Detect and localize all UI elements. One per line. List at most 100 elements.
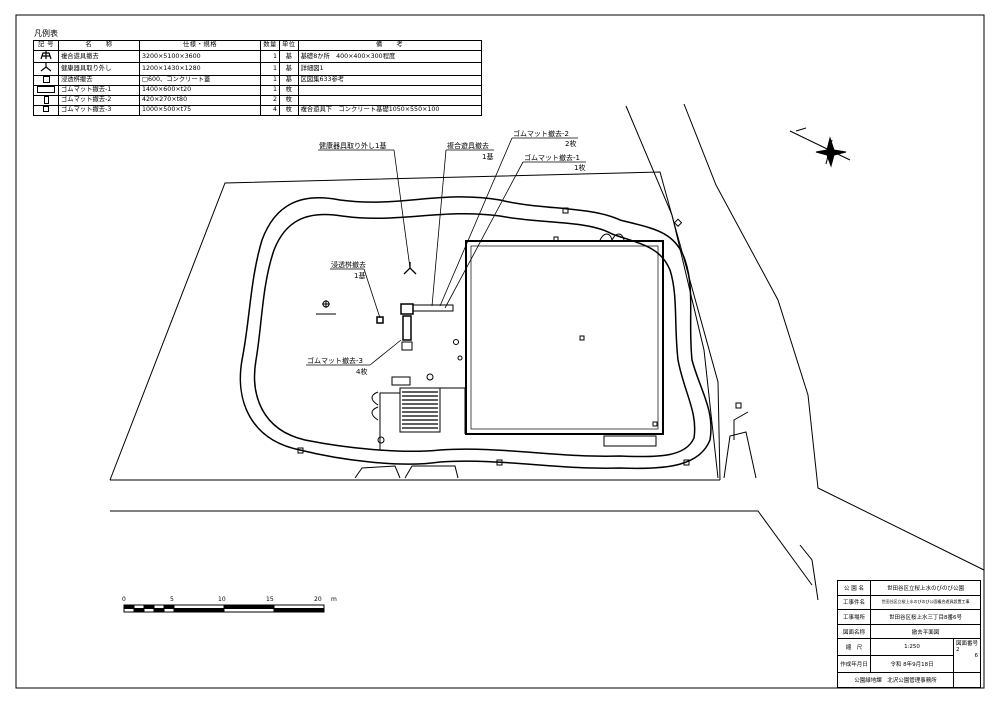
drawing-name-label: 図面名称 [837,623,871,640]
sheet-no: 2 [955,647,960,654]
walking-path [239,196,712,470]
legend-qty: 1 [260,74,280,86]
legend-header-name: 名 称 [58,40,140,51]
catch-basin-icon [33,74,59,86]
shrubs [371,233,625,421]
legend-header-spec: 仕様・規格 [139,40,261,51]
legend-header-symbol: 記 号 [33,40,59,51]
callout-basin-qty: 1基 [354,271,365,280]
legend-spec: □600、コンクリート蓋 [139,74,261,86]
legend-unit: 基 [279,62,299,76]
work-place: 世田谷区桜上水三丁目8番6号 [870,609,981,625]
work-place-label: 工事場所 [837,609,871,625]
rubber-mat-1-icon [33,84,59,96]
legend-qty: 2 [260,94,280,106]
scale-tick-5: 5 [170,596,174,603]
playground-area [465,240,664,447]
scale-tick-15: 15 [266,596,274,603]
sheet-frame [15,14,985,689]
legend-qty: 4 [260,104,280,116]
callout-mat1-qty: 1枚 [574,163,585,172]
callout-mat2-name: ゴムマット撤去-2 [513,129,569,138]
legend-row: ゴムマット撤去-1 1400×600×t20 1 枚 [33,84,482,96]
legend-row: ゴムマット撤去-3 1000×500×t75 4 枚 複合遊具下 コンクリート基… [33,104,482,116]
legend-note: 詳細図1 [297,62,482,76]
legend-qty: 1 [260,49,280,64]
site-fixtures [297,207,742,466]
legend-row: ゴムマット撤去-2 420×270×t80 2 枚 [33,94,482,106]
fitness-equipment-icon [33,62,59,76]
office-name: 公園緑地課 北沢公園管理事務所 [837,672,954,688]
callout-fitness: 健康器具取り外し1基 [319,141,386,150]
legend-unit: 枚 [279,84,299,96]
legend-qty: 1 [260,84,280,96]
scale-tick-20: 20 [314,596,322,603]
legend-header-row: 記 号 名 称 仕様・規格 数量 単位 備 考 [33,40,482,51]
legend-note: 複合遊具下 コンクリート基礎1050×550×100 [297,104,482,116]
scale-label: 縮 尺 [837,638,871,657]
rubber-mat-2-icon [33,94,59,106]
legend-row: 健康器具取り外し 1200×1430×1280 1 基 詳細図1 [33,62,482,76]
legend-header-unit: 単位 [279,40,299,51]
legend-note [297,94,482,106]
scale-tick-10: 10 [218,596,226,603]
north-arrow-icon [789,127,851,168]
legend-spec: 1000×500×t75 [139,104,261,116]
legend-row: 浸透桝撤去 □600、コンクリート蓋 1 基 区図集633参考 [33,74,482,86]
drawing-no-label: 図面番号 [955,641,978,648]
legend-note [297,84,482,96]
scale-unit: m [331,596,337,603]
callout-mat1-name: ゴムマット撤去-1 [524,153,580,162]
legend-name: 浸透桝撤去 [58,74,140,86]
legend-header-qty: 数量 [260,40,280,51]
legend-name: 複合遊具撤去 [58,49,140,64]
scale-tick-0: 0 [122,596,126,603]
legend-qty: 1 [260,62,280,76]
park-name: 世田谷区立桜上水のびのび公園 [870,580,981,596]
legend-unit: 基 [279,49,299,64]
legend-unit: 枚 [279,104,299,116]
callout-mat2-qty: 2枚 [565,139,576,148]
playground-equipment-icon [33,49,59,64]
date-label: 作成年月日 [837,655,871,674]
scale-value: 1:250 [870,638,954,657]
callout-playground-name: 複合遊具撤去 [447,141,489,150]
legend-spec: 3200×5100×3600 [139,49,261,64]
work-name: 世田谷区立桜上水のびのび公園複合遊具設置工事 [870,594,981,611]
legend-name: 健康器具取り外し [58,62,140,76]
legend-note: 区図集633参考 [297,74,482,86]
leader-lines [306,137,586,366]
legend-note: 基礎8か所 400×400×300程度 [297,49,482,64]
legend-name: ゴムマット撤去-2 [58,94,140,106]
legend-spec: 1400×600×t20 [139,84,261,96]
title-block-blank [952,672,982,688]
callout-playground-qty: 1基 [482,152,493,161]
legend-unit: 枚 [279,94,299,106]
scale-bar-labels: 0 5 10 15 20 m [122,596,337,603]
curbs [354,411,757,479]
callouts: 健康器具取り外し1基 複合遊具撤去 1基 ゴムマット撤去-2 2枚 ゴムマット撤… [307,129,585,376]
legend-row: 複合遊具撤去 3200×5100×3600 1 基 基礎8か所 400×400×… [33,49,482,64]
drawing-name: 撤去平面図 [870,623,981,640]
callout-mat3-name: ゴムマット撤去-3 [307,356,363,365]
work-name-label: 工事件名 [837,594,871,611]
legend-table: 記 号 名 称 仕様・規格 数量 単位 備 考 複合遊具撤去 3200×5100… [33,40,482,116]
legend-name: ゴムマット撤去-1 [58,84,140,96]
drawing-number-cell: 図面番号 2 6 [952,638,982,674]
callout-basin-name: 浸透桝撤去 [331,260,366,269]
rubber-mat-3-icon [33,104,59,116]
scale-bar [123,604,325,613]
legend-name: ゴムマット撤去-3 [58,104,140,116]
legend-header-note: 備 考 [297,40,482,51]
sheet-total: 6 [974,653,979,660]
legend-spec: 1200×1430×1280 [139,62,261,76]
park-name-label: 公 園 名 [837,580,871,596]
title-block: 公 園 名 世田谷区立桜上水のびのび公園 工事件名 世田谷区立桜上水のびのび公園… [837,580,982,688]
legend-title: 凡例表 [34,29,58,38]
site-boundary [109,103,985,601]
legend-unit: 基 [279,74,299,86]
legend-spec: 420×270×t80 [139,94,261,106]
play-equipment [379,303,466,450]
